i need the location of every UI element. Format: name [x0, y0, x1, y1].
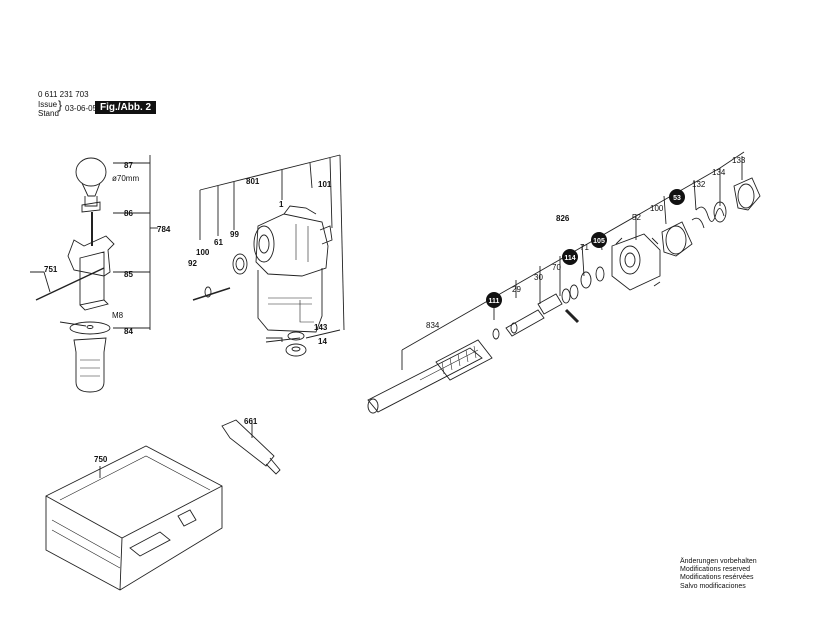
issue-date: 03-06-05 — [65, 104, 98, 113]
label-132: 132 — [692, 180, 706, 189]
notice-de: Änderungen vorbehalten — [680, 558, 757, 565]
label-30: 30 — [534, 273, 543, 282]
label-1: 1 — [279, 200, 284, 209]
label-751: 751 — [44, 265, 58, 274]
label-133: 133 — [732, 156, 746, 165]
clamp-piece — [81, 201, 101, 213]
label-92: 92 — [188, 259, 197, 268]
label-71: 71 — [580, 243, 589, 252]
label-70mm: ø70mm — [112, 174, 139, 183]
label-61: 61 — [214, 238, 223, 247]
notice-en: Modifications reserved — [680, 566, 751, 574]
callout-bubble-53 — [669, 189, 685, 205]
modifications-notice: Änderungen vorbehalten Modifications res… — [680, 558, 757, 591]
label-52: 52 — [632, 213, 641, 222]
label-84: 84 — [124, 327, 133, 336]
notice-es: Salvo modificaciones — [680, 582, 746, 590]
bubble-label-105: 105 — [593, 238, 605, 245]
label-85: 85 — [124, 270, 133, 279]
callout-bubble-114 — [562, 249, 578, 265]
figure-label: Fig./Abb. 2 — [95, 101, 157, 114]
callout-bubble-111 — [486, 292, 502, 308]
issue-label: Issue — [38, 100, 58, 109]
bubble-label-114: 114 — [564, 255, 575, 262]
label-100-housing: 100 — [196, 248, 210, 257]
label-826: 826 — [556, 214, 570, 223]
label-801: 801 — [246, 177, 260, 186]
depth-stop-ring — [75, 157, 107, 187]
brace-symbol: } — [58, 98, 63, 112]
bubble-label-53: 53 — [673, 195, 681, 202]
part-number: 0 611 231 703 — [38, 90, 89, 99]
label-14: 14 — [318, 337, 327, 346]
label-101: 101 — [318, 180, 332, 189]
label-100-holder: 100 — [650, 204, 664, 213]
stand-label: Stand — [38, 109, 59, 118]
bubble-label-111: 111 — [489, 298, 500, 305]
label-134: 134 — [712, 168, 726, 177]
label-834: 834 — [426, 321, 440, 330]
label-99: 99 — [230, 230, 239, 239]
label-143: 143 — [314, 323, 328, 332]
label-750: 750 — [94, 455, 108, 464]
notice-fr: Modifications resérvées — [680, 574, 754, 582]
label-784: 784 — [157, 225, 171, 234]
label-70: 70 — [552, 263, 561, 272]
label-87: 87 — [124, 161, 133, 170]
label-86: 86 — [124, 209, 133, 218]
label-29: 29 — [512, 285, 521, 294]
label-661: 661 — [244, 417, 258, 426]
callout-bubble-105 — [591, 232, 607, 248]
label-m8: M8 — [112, 311, 124, 320]
